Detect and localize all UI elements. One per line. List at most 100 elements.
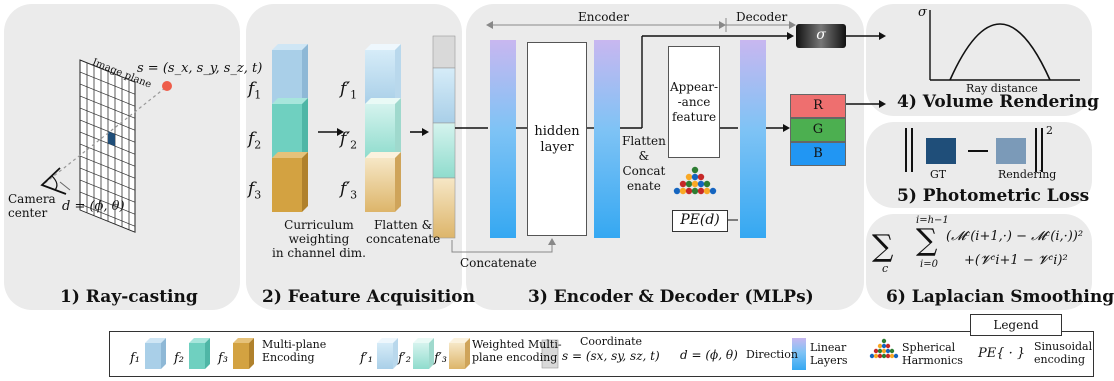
laplacian-title: 6) Laplacian Smoothing xyxy=(886,287,1114,307)
legend-direction-eq: d = (ϕ, θ) xyxy=(680,348,738,362)
rendering-label: Rendering xyxy=(998,168,1057,181)
volume-title: 4) Volume Rendering xyxy=(897,92,1099,112)
legend-spherical-icon xyxy=(869,338,899,359)
fp2-label: f′2 xyxy=(340,129,358,152)
legend-f3: f₃ xyxy=(218,351,229,366)
fp2-sub: 2 xyxy=(350,138,358,152)
fp3-text: f′ xyxy=(340,179,351,199)
cube-f1 xyxy=(272,44,308,104)
f2-sub: 2 xyxy=(254,138,262,152)
direction-equation: d = (ϕ, θ) xyxy=(62,199,125,214)
legend-fp2: f′₂ xyxy=(398,351,411,366)
curriculum-line-2: weighting xyxy=(288,232,350,246)
rgb-r-label: R xyxy=(813,98,823,113)
raycasting-diagram xyxy=(40,59,172,233)
density-curve xyxy=(949,23,1051,81)
laplacian-line-2: +(𝓥ᶜi+1 − 𝓥ᶜi)² xyxy=(964,253,1068,268)
legend-f1: f₁ xyxy=(130,351,141,366)
cube-f2 xyxy=(272,98,308,158)
density-plot xyxy=(929,10,1080,81)
legend-linear-1: Linear xyxy=(810,341,847,354)
mlp-connectors xyxy=(455,18,886,221)
fp3-label: f′3 xyxy=(340,179,358,202)
ray-distance-label: Ray distance xyxy=(966,82,1038,95)
rgb-g-box xyxy=(790,118,846,142)
legend-box xyxy=(109,331,1094,377)
hidden-layer-box xyxy=(527,42,587,236)
fp2-text: f′ xyxy=(340,129,351,149)
photometric-title: 5) Photometric Loss xyxy=(897,186,1090,206)
legend-weighted-1: Weighted Multi- xyxy=(472,338,562,351)
sum-inner-lower: i=0 xyxy=(920,259,938,270)
rgb-b-label: B xyxy=(813,146,823,161)
legend-cube-f2 xyxy=(189,338,210,369)
appearance-feature-box xyxy=(668,46,720,158)
legend-linear-2: Layers xyxy=(810,354,848,367)
camera-label-1: Camera xyxy=(8,192,56,206)
encoder-label: Encoder xyxy=(578,10,629,24)
camera-icon xyxy=(40,167,67,195)
legend-weighted: Weighted Multi- plane encoding xyxy=(472,338,562,364)
legend-cube-f3 xyxy=(233,338,254,369)
sigma-axis-label: σ xyxy=(918,5,927,20)
f1-label: f1 xyxy=(248,81,261,102)
image-plane-grid xyxy=(79,59,136,233)
legend-cube-f1 xyxy=(145,338,166,369)
legend-cube-fp2 xyxy=(413,338,434,369)
appear-line-3: feature xyxy=(671,110,717,124)
linear-layer-2 xyxy=(594,40,620,238)
linear-layer-1 xyxy=(490,40,516,238)
camera-label-2: center xyxy=(8,206,48,220)
legend-fp3: f′₃ xyxy=(434,351,447,366)
concatenate-label: Concatenate xyxy=(460,256,537,270)
legend-multiplane: Multi-plane Encoding xyxy=(262,338,326,364)
legend-sh-2: Harmonics xyxy=(902,354,963,367)
linear-layer-3 xyxy=(740,40,766,238)
f2-label: f2 xyxy=(248,131,262,152)
flattened-vector xyxy=(432,35,456,239)
f3-label: f3 xyxy=(248,181,261,202)
curriculum-label: Curriculum weighting in channel dim. xyxy=(272,218,366,260)
legend-spherical: Spherical Harmonics xyxy=(902,341,963,367)
mlp-flatten-1: Flatten xyxy=(622,134,666,148)
coordinate-text: s = (s_x, s_y, s_z, t) xyxy=(137,61,263,76)
cube-fp1 xyxy=(365,44,401,104)
legend-linear: Linear Layers xyxy=(810,341,848,367)
mlp-flatten-3: Concat xyxy=(622,164,666,178)
legend-linear-swatch xyxy=(792,338,806,370)
gt-label: GT xyxy=(930,168,947,181)
legend-multiplane-2: Encoding xyxy=(262,351,315,364)
fp3-sub: 3 xyxy=(350,188,358,202)
sigma-label: σ xyxy=(816,27,826,43)
curriculum-line-1: Curriculum xyxy=(284,218,354,232)
cube-f3 xyxy=(272,152,308,212)
rgb-g-label: G xyxy=(812,122,824,137)
photometric-exp: 2 xyxy=(1046,124,1053,137)
legend-sh-1: Spherical xyxy=(902,341,956,354)
flatten-line-2: concatenate xyxy=(366,232,441,246)
camera-center-label: Camera center xyxy=(8,192,56,220)
appear-line-2: -ance xyxy=(677,95,711,109)
legend-f2: f₂ xyxy=(174,351,185,366)
coordinate-equation: s = (s_x, s_y, s_z, t) xyxy=(137,62,262,76)
flatten-concat-mlp-label: Flatten & Concat enate xyxy=(622,134,666,194)
laplacian-line-1: (𝓜ᶜ(i+1,·) − 𝓜ᶜ(i,·))² xyxy=(946,229,1084,244)
pe-d-box xyxy=(672,210,728,232)
cube-fp3 xyxy=(365,152,401,212)
legend-coordinate-swatch xyxy=(541,339,559,369)
flatten-concat-label: Flatten & concatenate xyxy=(366,218,440,246)
sum-inner-upper: i=h−1 xyxy=(916,215,949,226)
legend-pe-2: encoding xyxy=(1034,353,1086,366)
appear-line-1: Appear- xyxy=(669,80,719,94)
rgb-b-box xyxy=(790,142,846,166)
panel-laplacian xyxy=(866,214,1092,310)
panel-volume-rendering xyxy=(866,4,1092,116)
appearance-feature-label: Appear- -ance feature xyxy=(668,80,720,125)
legend-coord-2: s = (sx, sy, sz, t) xyxy=(562,349,660,363)
legend-cube-fp1 xyxy=(377,338,398,369)
legend-multiplane-1: Multi-plane xyxy=(262,338,327,351)
fp1-text: f′ xyxy=(340,79,351,99)
pe-d-label: PE(d) xyxy=(680,212,720,228)
mlp-flatten-4: enate xyxy=(626,179,661,193)
